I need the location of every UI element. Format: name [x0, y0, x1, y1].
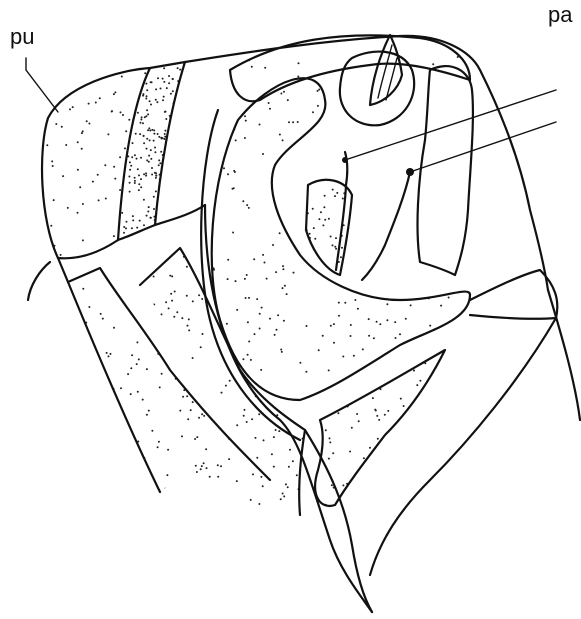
pu-leader-line — [26, 58, 58, 112]
left-sclerite-edge — [68, 268, 270, 480]
label-pu: pu — [10, 26, 34, 48]
pu-band-left-edge — [118, 68, 150, 240]
pu-plate-outline — [42, 36, 548, 290]
middle-sclerite-edge — [140, 248, 305, 515]
right-body-edge — [470, 270, 557, 319]
lower-right-sclerite — [315, 350, 445, 506]
outer-curve — [205, 205, 372, 612]
inner-curve — [201, 110, 300, 440]
pu-band-right-edge — [155, 62, 185, 225]
lower-keel — [305, 430, 372, 612]
bulb-tuft — [370, 35, 402, 105]
pa-tip-right — [406, 168, 414, 176]
pa-leader-line-2 — [410, 122, 556, 172]
pa-tip-left — [342, 157, 348, 163]
right-rear-edge — [370, 290, 580, 575]
right-lobe-outline — [418, 66, 473, 275]
pu-lower-edge — [58, 205, 205, 258]
left-outer-edge — [28, 258, 160, 492]
label-pa: pa — [548, 4, 572, 26]
pa-process-left — [336, 152, 347, 270]
pa-process-right — [362, 172, 410, 280]
bulb-circle — [340, 52, 414, 126]
